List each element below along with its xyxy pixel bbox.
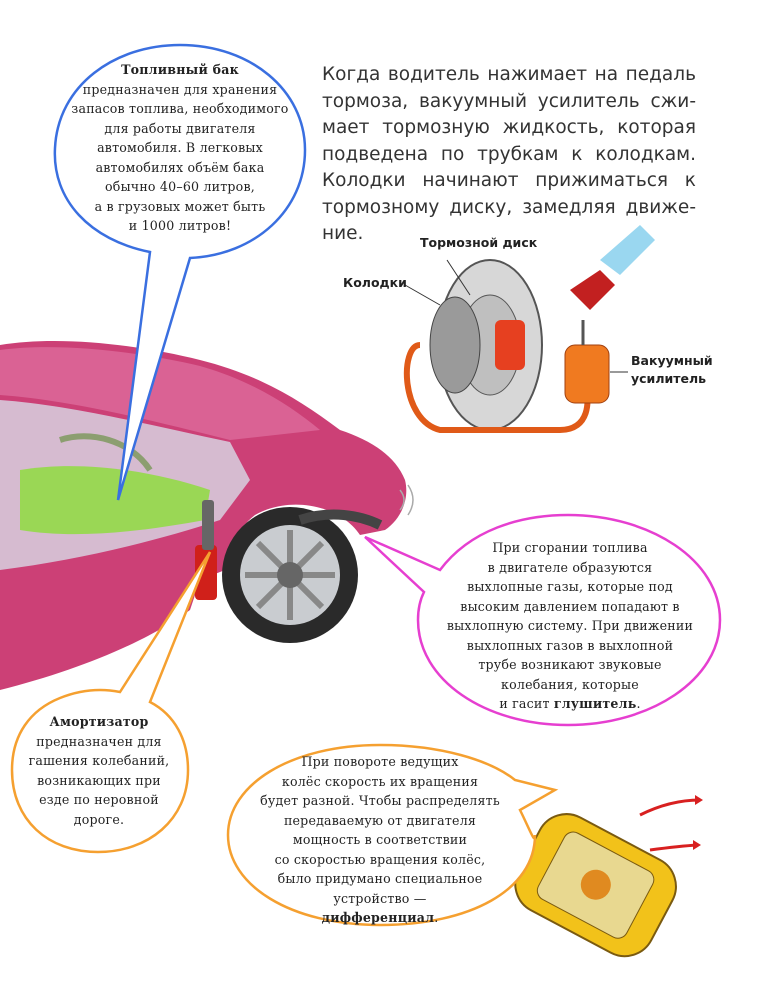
booster-label-line: усилитель xyxy=(631,371,707,386)
text-line: предназначен для xyxy=(36,733,162,749)
brake-pads-label: Колодки xyxy=(343,275,407,290)
brake-diagram-illustration xyxy=(403,225,655,433)
fuel-tank-bubble-shape xyxy=(53,43,307,501)
text-line: автомобилях объём бака xyxy=(95,159,265,175)
intro-line: тормоза, вакуумный усилитель сжи- xyxy=(322,90,696,112)
muffler-bubble-shape xyxy=(364,513,722,727)
intro-line: тормозному диску, замедляя движе- xyxy=(322,196,696,218)
differential-bubble-shape xyxy=(226,743,559,927)
text-line: в двигателе образуются xyxy=(487,559,653,575)
text-line: При повороте ведущих xyxy=(301,754,459,769)
text-line: дороге. xyxy=(73,811,125,827)
text-fragment: и гасит xyxy=(499,696,554,711)
intro-line: Когда водитель нажимает на педаль xyxy=(322,64,696,85)
text-line: передаваемую от двигателя xyxy=(283,812,477,828)
muffler-text: При сгорании топлива в двигателе образую… xyxy=(420,538,720,714)
differential-text: При повороте ведущих колёс скорость их в… xyxy=(230,752,530,928)
intro-paragraph: Когда водитель нажимает на педаль тормоз… xyxy=(322,62,696,248)
text-line: колёс скорость их вращения xyxy=(281,773,479,789)
text-line: трубе возникают звуковые xyxy=(478,657,662,672)
text-line: обычно 40–60 литров, xyxy=(105,179,255,194)
text-line: возникающих при xyxy=(37,772,161,788)
booster-label-line: Вакуумный xyxy=(631,353,713,368)
vacuum-booster-label: Вакуумный усилитель xyxy=(631,352,713,388)
muffler-term: глушитель xyxy=(553,696,637,711)
text-line: для работы двигателя xyxy=(104,120,256,136)
text-line: выхлопных газов в выхлопной xyxy=(466,637,674,653)
shock-absorber-title: Амортизатор xyxy=(49,714,149,729)
text-line: мощность в соответствии xyxy=(292,832,468,847)
text-line: колебания, которые xyxy=(501,676,639,692)
text-line: выхлопные газы, которые под xyxy=(467,579,673,594)
text-line: автомобиля. В легковых xyxy=(97,140,263,155)
text-line: высоким давлением попадают в xyxy=(460,598,680,614)
text-line: При сгорании топлива xyxy=(492,540,648,555)
differential-car-illustration xyxy=(514,813,677,958)
brake-disc-label: Тормозной диск xyxy=(420,235,538,250)
text-fragment: . xyxy=(636,696,641,711)
text-line: а в грузовых может быть xyxy=(94,198,266,214)
text-line: гашения колебаний, xyxy=(28,753,170,768)
fuel-tank-text: Топливный бак предназначен для хранения … xyxy=(60,60,300,236)
intro-line: мает тормозную жидкость, которая xyxy=(322,117,696,138)
text-line: и гасит глушитель. xyxy=(420,694,720,714)
text-line: будет разной. Чтобы распределять xyxy=(260,793,500,808)
text-line: было придумано специальное xyxy=(277,871,483,886)
text-line: устройство — xyxy=(333,890,427,906)
text-line: со скоростью вращения колёс, xyxy=(274,851,486,867)
text-line: и 1000 литров! xyxy=(128,218,232,233)
arrow-icon xyxy=(639,798,701,817)
text-line: езде по неровной xyxy=(39,792,159,807)
intro-line: Колодки начинают прижиматься к xyxy=(322,170,696,191)
shock-absorber-bubble-shape xyxy=(10,551,212,854)
text-line: предназначен для хранения xyxy=(82,81,278,97)
intro-line: ние. xyxy=(322,223,364,244)
car-illustration xyxy=(0,340,414,690)
fuel-tank-title: Топливный бак xyxy=(121,62,239,77)
text-fragment: . xyxy=(434,910,439,925)
shock-absorber-text: Амортизатор предназначен для гашения кол… xyxy=(15,712,183,829)
text-line: дифференциал. xyxy=(230,908,530,928)
text-line: выхлопную систему. При движении xyxy=(446,618,694,633)
text-line: запасов топлива, необходимого xyxy=(71,101,289,116)
intro-line: подведена по трубкам к колодкам. xyxy=(322,143,696,165)
differential-term: дифференциал xyxy=(321,910,435,925)
